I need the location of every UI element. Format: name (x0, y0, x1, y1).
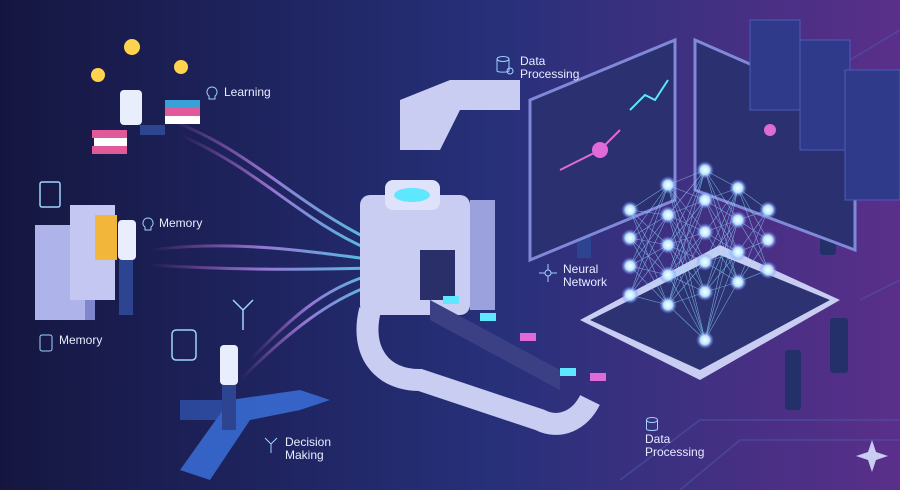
label-data-processing-bottom (645, 416, 659, 432)
filing-cabinets (35, 205, 117, 320)
network-edge (704, 169, 739, 221)
sparkle-icon (856, 440, 888, 472)
network-edge (704, 187, 739, 293)
network-node (659, 296, 677, 314)
books (92, 100, 200, 154)
network-edge (667, 169, 706, 276)
network-edge (629, 244, 669, 296)
network-node (759, 231, 777, 249)
label-memory-bottom: Memory (38, 334, 102, 352)
network-node (696, 253, 714, 271)
network-node (659, 266, 677, 284)
network-edge (737, 209, 769, 283)
processing-text: Processing (520, 67, 580, 81)
network-edge (629, 184, 669, 267)
memory-text: Memory (59, 333, 103, 347)
network-node (696, 161, 714, 179)
network-edge (629, 237, 669, 306)
network-node (696, 191, 714, 209)
network-edge (629, 209, 669, 306)
clipboard-icon (39, 181, 61, 208)
network-edge (629, 214, 669, 296)
making-text: Making (285, 448, 324, 462)
learning-text: Learning (224, 85, 271, 99)
network-node (729, 273, 747, 291)
network-edge (737, 187, 769, 271)
network-edge (667, 199, 706, 306)
network-node (696, 283, 714, 301)
conveyor-chips (443, 296, 606, 381)
network-edge (704, 219, 739, 341)
network-edge (737, 187, 769, 241)
network-edge (704, 187, 739, 233)
processing-machine (356, 80, 600, 435)
network-edge (737, 219, 769, 271)
network-edge (704, 251, 739, 341)
lightbulb-icon (142, 217, 154, 231)
network-node (729, 211, 747, 229)
network-edge (667, 214, 706, 341)
data-text: Data (520, 54, 546, 68)
database-gear-icon (496, 56, 514, 75)
lightbulb-icons (91, 39, 188, 82)
lightbulb-icon (206, 86, 218, 100)
neural-text: Neural (563, 262, 599, 276)
network-edge (667, 261, 706, 306)
network-node (729, 179, 747, 197)
database-icon (646, 417, 658, 431)
network-node (659, 176, 677, 194)
network-node (621, 257, 639, 275)
data-text: Data (645, 432, 671, 446)
network-node (696, 331, 714, 349)
network-edge (704, 219, 739, 293)
network-text: Network (563, 275, 608, 289)
network-edge (667, 169, 706, 246)
network-node (621, 286, 639, 304)
network-icon (539, 264, 557, 282)
network-node (659, 206, 677, 224)
network-edge (667, 231, 706, 276)
server-racks (749, 19, 900, 201)
split-arrows-icon (232, 299, 254, 330)
document-icon (39, 334, 53, 352)
network-edge (667, 184, 706, 233)
network-node (621, 229, 639, 247)
network-edge (629, 209, 669, 276)
network-edge (667, 274, 706, 341)
network-edge (629, 184, 669, 296)
link-icon (171, 329, 197, 361)
network-edge (629, 265, 669, 306)
network-edge (704, 187, 739, 263)
neural-network (580, 161, 840, 380)
network-node (759, 201, 777, 219)
circuit-lines (619, 29, 900, 490)
network-node (729, 243, 747, 261)
network-node (621, 201, 639, 219)
network-edge (667, 169, 706, 216)
network-node (659, 236, 677, 254)
network-edge (667, 244, 706, 341)
processing-text: Processing (645, 445, 705, 459)
network-edge (667, 169, 706, 306)
network-node (759, 261, 777, 279)
label-memory-top: Memory (142, 217, 202, 233)
network-edge (704, 281, 739, 341)
network-edge (629, 184, 669, 239)
network-edge (704, 169, 739, 253)
network-node (696, 223, 714, 241)
network-edge (667, 231, 706, 306)
memory-text: Memory (159, 216, 203, 230)
split-arrows-icon (264, 437, 278, 453)
label-learning: Learning (205, 86, 271, 102)
decision-text: Decision (285, 435, 332, 449)
data-streams (149, 118, 376, 382)
